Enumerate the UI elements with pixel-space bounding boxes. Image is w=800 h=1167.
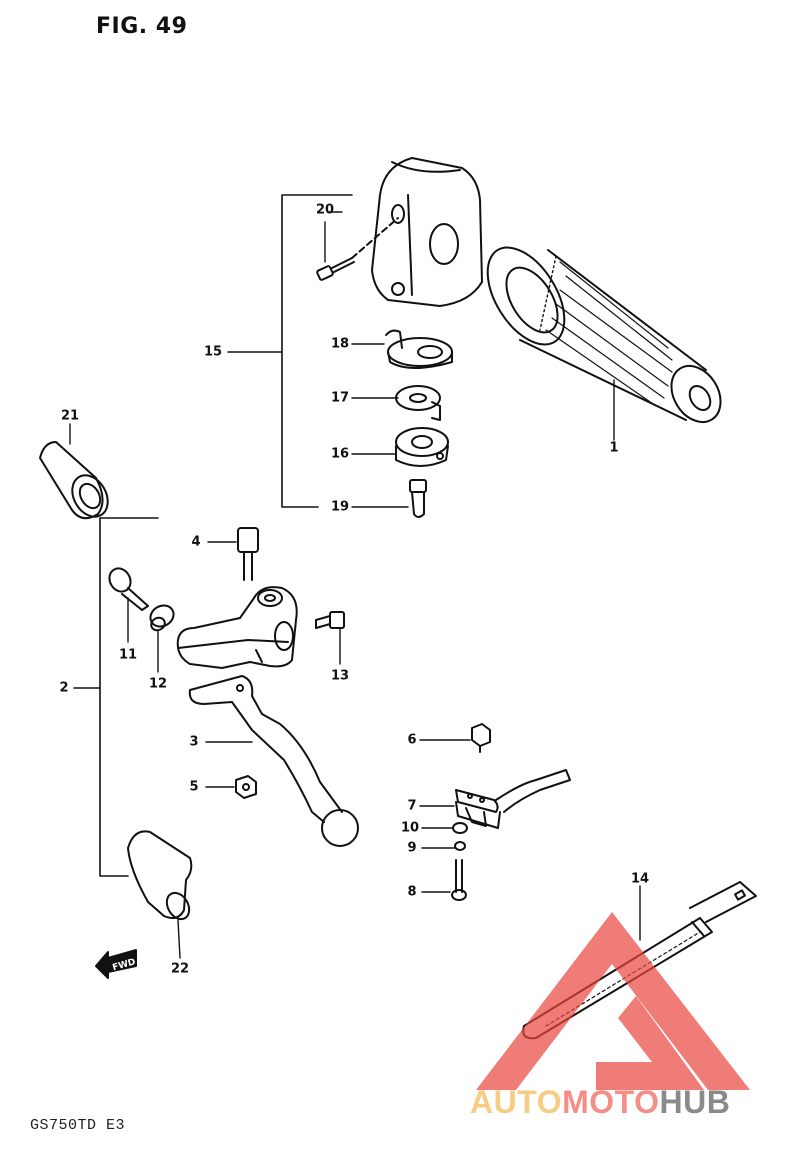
screw-20 xyxy=(316,217,399,281)
washer-10 xyxy=(452,822,468,834)
callout-9: 9 xyxy=(407,840,417,856)
callout-11: 11 xyxy=(118,647,138,663)
throttle-housing xyxy=(371,157,483,307)
callout-1: 1 xyxy=(609,440,619,456)
callout-19: 19 xyxy=(330,499,350,515)
lever-cover-22 xyxy=(127,830,193,921)
screw-11 xyxy=(108,567,149,611)
screw-19 xyxy=(409,479,427,518)
switch-7 xyxy=(455,769,571,829)
lever-holder xyxy=(176,586,298,669)
washer-9 xyxy=(454,841,466,851)
callout-12: 12 xyxy=(148,676,168,692)
fwd-arrow xyxy=(95,949,137,979)
callout-4: 4 xyxy=(191,534,201,550)
bolt-13 xyxy=(315,611,345,629)
callout-21: 21 xyxy=(60,408,80,424)
callout-3: 3 xyxy=(189,734,199,750)
model-code: GS750TD E3 xyxy=(30,1117,126,1134)
callout-15: 15 xyxy=(203,344,223,360)
callout-13: 13 xyxy=(330,668,350,684)
callout-20: 20 xyxy=(315,202,335,218)
watermark-part-hub: HUB xyxy=(659,1084,731,1120)
handlebar-grip xyxy=(486,246,722,423)
callout-16: 16 xyxy=(330,446,350,462)
fwd-label: FWD xyxy=(111,957,136,973)
svg-text:FWD: FWD xyxy=(111,957,136,973)
callout-14: 14 xyxy=(630,871,650,887)
callout-17: 17 xyxy=(330,390,350,406)
watermark-text: AUTOMOTOHUB xyxy=(470,1084,730,1121)
nut-12 xyxy=(149,604,175,632)
callout-6: 6 xyxy=(407,732,417,748)
pulley-16 xyxy=(395,427,449,467)
clutch-lever xyxy=(188,675,359,847)
callout-2: 2 xyxy=(59,680,69,696)
nut-5 xyxy=(235,775,257,799)
callout-7: 7 xyxy=(407,798,417,814)
callout-22: 22 xyxy=(170,961,190,977)
watermark-logo-icon xyxy=(476,912,750,1090)
bolt-4 xyxy=(237,527,259,581)
pin-8 xyxy=(451,859,467,901)
callout-5: 5 xyxy=(189,779,199,795)
watermark-part-moto: MOTO xyxy=(562,1084,660,1120)
pulley-18 xyxy=(385,329,453,369)
callout-10: 10 xyxy=(400,820,420,836)
callout-18: 18 xyxy=(330,336,350,352)
pulley-17 xyxy=(395,385,441,421)
cover-21 xyxy=(39,441,109,520)
screw-6 xyxy=(471,723,491,753)
callout-8: 8 xyxy=(407,884,417,900)
watermark-part-auto: AUTO xyxy=(470,1084,563,1120)
figure-title: FIG. 49 xyxy=(96,14,188,39)
